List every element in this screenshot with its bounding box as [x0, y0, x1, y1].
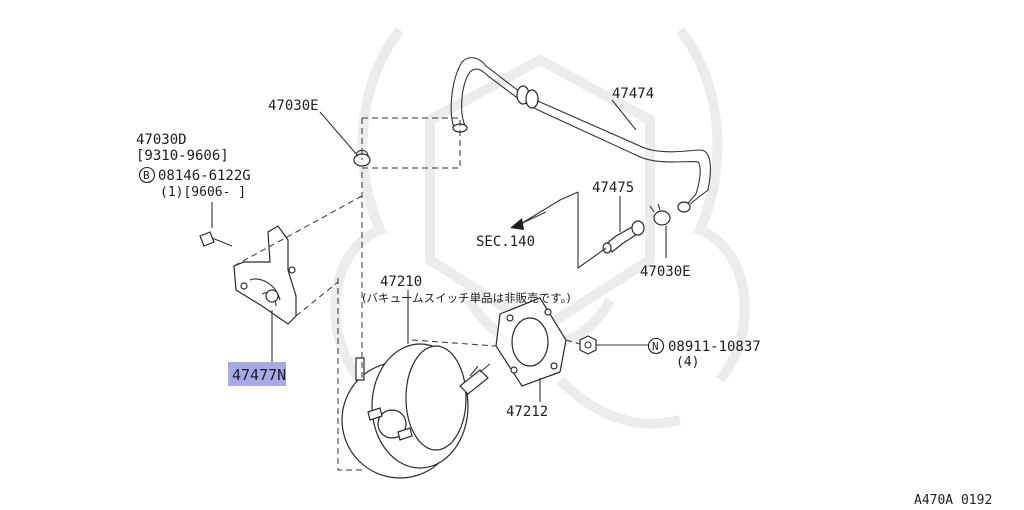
label-47030e-right: 47030E — [640, 264, 691, 280]
bracket — [233, 225, 297, 325]
assembly-dashed-lines — [233, 117, 581, 471]
label-sec-140: SEC.140 — [476, 234, 535, 250]
leader-lines — [211, 99, 667, 402]
nut — [579, 335, 597, 355]
label-47212: 47212 — [506, 404, 548, 420]
label-nut-qty: (4) — [676, 355, 699, 370]
label-47475: 47475 — [592, 180, 634, 196]
part-highlight — [228, 362, 286, 386]
bolt — [199, 231, 233, 247]
gasket — [495, 297, 567, 387]
diagram-code: A470A 0192 — [914, 493, 992, 508]
hose-clamp-right — [649, 203, 671, 226]
nut-marker-circle — [647, 337, 665, 355]
label-47477n: 47477N — [232, 366, 286, 384]
label-nut-number: 08911-10837 — [668, 339, 761, 355]
brake-booster — [341, 343, 491, 479]
sec-arrow-icon — [510, 211, 547, 230]
label-47030d-range: [9310-9606] — [136, 148, 229, 164]
watermark-emblem — [330, 26, 750, 429]
label-47030e-top: 47030E — [268, 98, 319, 114]
label-47210-note: (バキュームスイッチ単品は非販売です。) — [362, 291, 571, 305]
label-47030d: 47030D — [136, 132, 187, 148]
nut-marker-letter: N — [652, 340, 659, 353]
label-47474: 47474 — [612, 86, 654, 102]
label-47210: 47210 — [380, 274, 422, 290]
vacuum-hose — [450, 57, 711, 213]
label-bolt-number: 08146-6122G — [158, 168, 251, 184]
bolt-marker-letter: B — [143, 169, 150, 182]
bolt-marker-circle — [138, 166, 156, 184]
label-bolt-qty: (1)[9606- ] — [160, 185, 246, 200]
check-valve — [602, 220, 645, 254]
